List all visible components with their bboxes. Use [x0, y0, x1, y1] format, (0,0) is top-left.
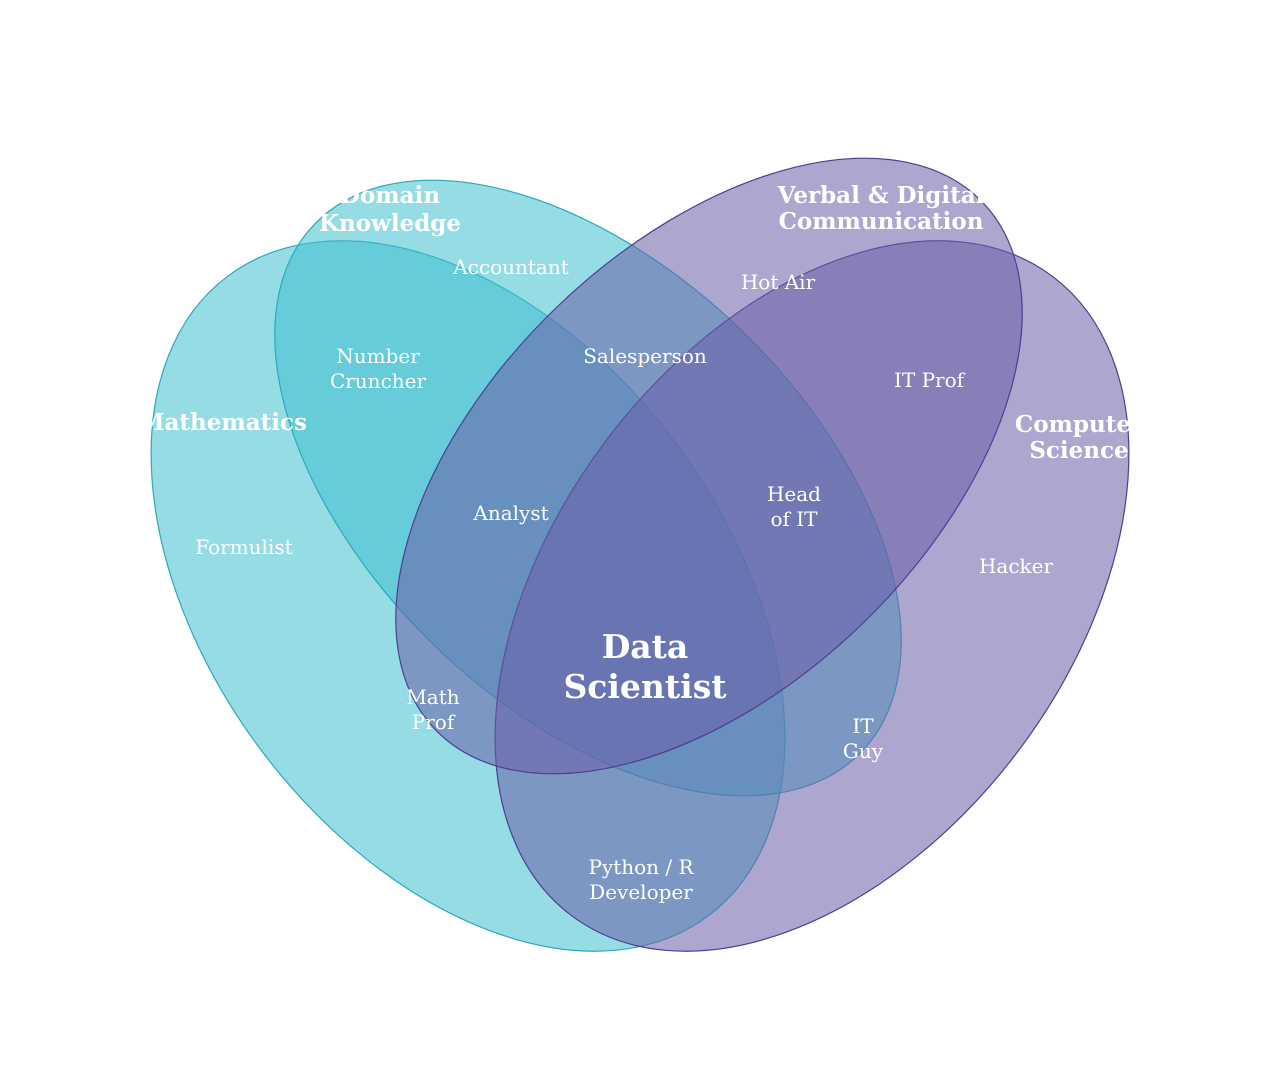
- region-label-accountant-line-1: Accountant: [452, 255, 569, 279]
- region-label-formulist-line-1: Formulist: [195, 535, 292, 559]
- region-label-formulist: Formulist: [195, 535, 292, 559]
- set-label-verbal-line-1: Verbal & Digital: [777, 182, 985, 209]
- region-label-head-of-it-line-2: of IT: [770, 507, 818, 531]
- center-label-data-scientist-line-2: Scientist: [563, 667, 727, 706]
- region-label-analyst: Analyst: [472, 501, 548, 525]
- region-label-salesperson-line-1: Salesperson: [583, 344, 707, 368]
- region-label-it-prof-line-1: IT Prof: [894, 368, 966, 392]
- region-label-it-guy-line-2: Guy: [843, 739, 884, 763]
- region-label-it-guy-line-1: IT: [852, 714, 874, 738]
- venn-sets: [150, 157, 1130, 952]
- set-label-cs-line-1: Computer: [1015, 411, 1144, 438]
- region-label-number-cruncher-line-2: Cruncher: [330, 369, 427, 393]
- set-label-domain-line-1: Domain: [340, 182, 440, 209]
- region-label-hot-air-line-1: Hot Air: [741, 270, 816, 294]
- set-label-math-line-1: Mathematics: [139, 409, 307, 436]
- set-label-verbal-line-2: Communication: [779, 208, 984, 235]
- set-ellipse-verbal: [395, 157, 1023, 775]
- region-label-salesperson: Salesperson: [583, 344, 707, 368]
- region-label-number-cruncher-line-1: Number: [336, 344, 420, 368]
- region-label-math-prof-line-1: Math: [406, 685, 459, 709]
- region-label-accountant: Accountant: [452, 255, 569, 279]
- region-label-python-r-developer-line-2: Developer: [589, 880, 693, 904]
- region-label-hacker: Hacker: [979, 554, 1054, 578]
- set-label-math: Mathematics: [139, 409, 307, 436]
- region-label-math-prof-line-2: Prof: [412, 710, 456, 734]
- region-label-analyst-line-1: Analyst: [472, 501, 548, 525]
- set-label-cs-line-2: Science: [1029, 437, 1128, 464]
- region-label-it-prof: IT Prof: [894, 368, 966, 392]
- region-label-head-of-it-line-1: Head: [767, 482, 821, 506]
- set-label-domain-line-2: Knowledge: [319, 210, 461, 237]
- region-label-hacker-line-1: Hacker: [979, 554, 1054, 578]
- center-label-data-scientist-line-1: Data: [602, 627, 689, 666]
- region-label-hot-air: Hot Air: [741, 270, 816, 294]
- region-label-python-r-developer-line-1: Python / R: [588, 855, 694, 879]
